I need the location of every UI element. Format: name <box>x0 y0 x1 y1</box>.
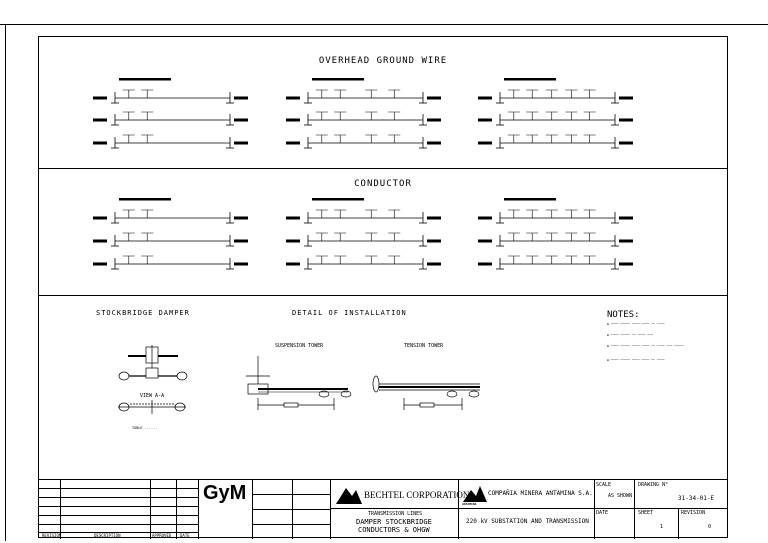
note-4: ▪ ──── ───── ──── ──── ── ──── <box>607 358 665 362</box>
drawing-sheet <box>38 36 728 538</box>
antamina-logo-icon <box>463 486 487 502</box>
revision-label: REVISION <box>681 510 706 516</box>
tower-type-label <box>427 141 441 145</box>
tower-type-label <box>93 216 107 220</box>
sheet-value: 1 <box>660 524 664 530</box>
gym-logo: GyM <box>203 482 247 504</box>
antamina-short: ANTAMINA <box>462 502 477 506</box>
scale-value: AS SHOWN <box>608 493 633 499</box>
tower-type-label <box>427 96 441 100</box>
note-1: ▪ ──── ───── ──── ──── ── ──── <box>607 322 665 326</box>
tower-type-label <box>234 239 248 243</box>
tower-type-label <box>619 118 633 122</box>
stockbridge-damper-drawing <box>118 345 188 414</box>
tower-type-label <box>427 262 441 266</box>
desc-header: DESCRIPTION <box>94 533 121 538</box>
tower-type-label <box>619 239 633 243</box>
tower-type-label <box>286 239 300 243</box>
tower-type-label <box>619 96 633 100</box>
tower-type-label <box>478 262 492 266</box>
tower-type-label <box>286 216 300 220</box>
suspension-tower-label: SUSPENSION TOWER <box>275 343 324 349</box>
stockbridge-title: STOCKBRIDGE DAMPER <box>96 309 190 317</box>
tower-type-label <box>427 216 441 220</box>
tower-type-label <box>427 239 441 243</box>
damper-caption-1: TABLE ...... <box>132 426 157 430</box>
title-line-2: DAMPER STOCKBRIDGE <box>356 518 432 526</box>
tower-type-label <box>93 141 107 145</box>
date-label: DATE <box>596 510 609 516</box>
note-2: ▪ ──── ───── ── ──── ─── <box>607 333 654 337</box>
date-header: DATE <box>180 533 190 538</box>
note-3: ▪ ──── ───── ──── ──── ── ──── ─── ───── <box>607 344 684 348</box>
tower-type-label <box>478 239 492 243</box>
drawing-label: DRAWING N° <box>638 482 669 488</box>
bechtel-name: BECHTEL CORPORATION <box>364 490 470 500</box>
rev-header: REVISION <box>42 533 62 538</box>
title-block: REVISION DESCRIPTION APPROVED DATE GyM B… <box>38 479 728 539</box>
conductor-section: CONDUCTOR <box>38 169 728 296</box>
tower-type-label <box>234 216 248 220</box>
antamina-name: COMPAÑIA MINERA ANTAMINA S.A. <box>488 490 593 497</box>
tower-type-label <box>93 239 107 243</box>
tower-type-label <box>93 118 107 122</box>
notes-title: NOTES: <box>607 310 640 320</box>
span-length-caption <box>312 198 364 201</box>
tower-type-label <box>478 141 492 145</box>
title-line-1: TRANSMISSION LINES <box>368 511 423 517</box>
tower-type-label <box>234 118 248 122</box>
tower-type-label <box>286 141 300 145</box>
tower-type-label <box>93 96 107 100</box>
tower-type-label <box>234 262 248 266</box>
tower-type-label <box>619 141 633 145</box>
outer-frame <box>5 24 763 541</box>
suspension-detail-drawing <box>246 356 352 410</box>
span-length-caption <box>504 198 556 201</box>
approved-header: APPROVED <box>152 533 172 538</box>
tower-type-label <box>286 262 300 266</box>
view-label: VIEW A-A <box>140 393 165 399</box>
overhead-ground-wire-section: OVERHEAD GROUND WIRE <box>38 36 728 169</box>
tower-type-label <box>234 141 248 145</box>
tower-type-label <box>478 118 492 122</box>
project-name: 220 kV SUBSTATION AND TRANSMISSION <box>466 518 589 525</box>
scale-label: SCALE <box>596 482 612 488</box>
overhead-title: OVERHEAD GROUND WIRE <box>318 56 448 66</box>
tower-type-label <box>93 262 107 266</box>
bechtel-logo-icon <box>336 488 362 504</box>
tower-type-label <box>427 118 441 122</box>
tower-type-label <box>478 96 492 100</box>
span-length-caption <box>504 78 556 81</box>
tension-detail-drawing <box>372 375 480 410</box>
tower-type-label <box>286 96 300 100</box>
conductor-title: CONDUCTOR <box>354 179 412 189</box>
tension-tower-label: TENSION TOWER <box>404 343 444 349</box>
title-line-3: CONDUCTORS & OHGW <box>358 526 430 534</box>
span-length-caption <box>119 198 171 201</box>
sheet-label: SHEET <box>638 510 654 516</box>
tower-type-label <box>286 118 300 122</box>
detail-title: DETAIL OF INSTALLATION <box>292 309 407 317</box>
span-length-caption <box>119 78 171 81</box>
tower-type-label <box>619 216 633 220</box>
tower-type-label <box>234 96 248 100</box>
revision-value: 0 <box>708 524 712 530</box>
tower-type-label <box>619 262 633 266</box>
tower-type-label <box>478 216 492 220</box>
drawing-number: 31-34-01-E <box>678 495 715 502</box>
span-length-caption <box>312 78 364 81</box>
